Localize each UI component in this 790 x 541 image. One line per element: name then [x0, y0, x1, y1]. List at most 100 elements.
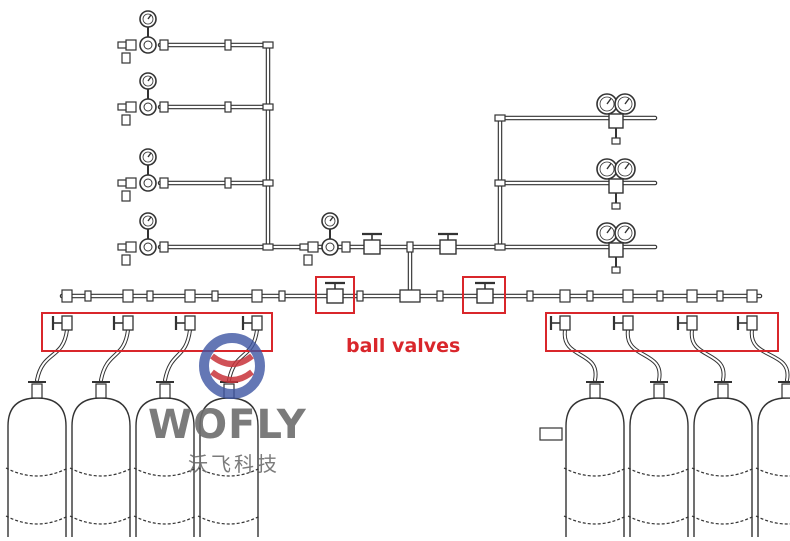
pipe-coupling [494, 243, 506, 251]
regulator-core [143, 178, 153, 188]
regulator-icon [139, 238, 157, 256]
gauge-needle [329, 216, 334, 222]
regulator-fitting [117, 243, 127, 251]
ball-valve-icon [476, 288, 494, 304]
tee-fitting [399, 289, 421, 303]
regulator-fitting [117, 103, 127, 111]
regulator-icon [139, 98, 157, 116]
pipe-coupling [262, 41, 274, 49]
regulator-inlet [307, 241, 319, 253]
gauge-dial [142, 75, 154, 87]
gas-cylinder-icon [565, 397, 625, 541]
ball-valve-highlight-center-left [315, 276, 355, 314]
pipe-coupling [356, 290, 364, 302]
gauge-dial [617, 96, 633, 112]
cylinder-valve [589, 383, 601, 399]
pipe-coupling [656, 290, 664, 302]
cylinder-valve [781, 383, 790, 399]
wofly-logo-icon [199, 333, 265, 399]
gauge-dial [599, 225, 615, 241]
cylinder-chain [563, 467, 627, 477]
gauge-needle [147, 14, 152, 20]
regulator-icon [608, 242, 624, 258]
regulator-core [325, 242, 335, 252]
cylinder-valve [31, 383, 43, 399]
ball-valve-icon [326, 288, 344, 304]
regulator-icon [321, 238, 339, 256]
regulator-knob [611, 202, 621, 210]
cylinder-chain [627, 467, 691, 477]
pipe-coupling [494, 114, 506, 122]
gauge-dial [324, 215, 336, 227]
ball-valve-highlight-center-right [462, 276, 506, 314]
pipe-coupling [224, 177, 232, 189]
tee-fitting [61, 289, 73, 303]
ball-valve-icon [746, 315, 758, 331]
wall-bracket [539, 427, 563, 441]
tee-fitting [686, 289, 698, 303]
pipe-coupling [262, 243, 274, 251]
pigtail-hose-inner [563, 329, 597, 381]
tee-fitting [122, 289, 134, 303]
regulator-outlet [159, 39, 169, 51]
ball-valve-highlight-left [41, 312, 273, 352]
pipe-coupling [224, 101, 232, 113]
gas-cylinder-icon [693, 397, 753, 541]
gauge-dial [142, 13, 154, 25]
tee-fitting [251, 289, 263, 303]
regulator-core [143, 242, 153, 252]
regulator-knob [303, 254, 313, 266]
regulator-inlet [125, 177, 137, 189]
cylinder-chain [69, 467, 133, 477]
gas-cylinder-icon [757, 397, 790, 541]
regulator-icon [139, 36, 157, 54]
regulator-inlet [125, 101, 137, 113]
ball-valve-highlight-right [545, 312, 779, 352]
cylinder-chain [197, 515, 261, 525]
regulator-knob [121, 254, 131, 266]
pipe-coupling [406, 241, 414, 253]
wofly-logo-chinese: 沃飞科技 [188, 452, 280, 476]
gauge-needle [624, 227, 630, 234]
pipe-coupling [211, 290, 219, 302]
gas-cylinder-icon [71, 397, 131, 541]
ball-valve-icon [61, 315, 73, 331]
cylinder-valve [159, 383, 171, 399]
regulator-fitting [299, 243, 309, 251]
gauge-needle [147, 216, 152, 222]
gauge-needle [606, 227, 612, 234]
pigtail-hose-inner [228, 329, 258, 381]
gauge-needle [606, 163, 612, 170]
ball-valve-icon [184, 315, 196, 331]
cylinder-chain [627, 515, 691, 525]
cylinder-chain [691, 467, 755, 477]
pipe-coupling [526, 290, 534, 302]
pipe-coupling [278, 290, 286, 302]
ball-valves-label: ball valves [346, 335, 461, 357]
ball-valve-icon [622, 315, 634, 331]
logo-swoosh [210, 353, 254, 367]
gauge-dial [599, 96, 615, 112]
cylinder-chain [197, 467, 261, 477]
gauge-dial [142, 151, 154, 163]
regulator-knob [121, 114, 131, 126]
gas-cylinder-icon [629, 397, 689, 541]
pipe-coupling [262, 103, 274, 111]
cylinder-chain [69, 515, 133, 525]
tee-fitting [622, 289, 634, 303]
regulator-core [143, 102, 153, 112]
gauge-needle [624, 98, 630, 105]
cylinder-chain [691, 515, 755, 525]
regulator-knob [121, 190, 131, 202]
ball-valve-icon [439, 239, 457, 255]
regulator-inlet [125, 39, 137, 51]
gauge-dial [142, 215, 154, 227]
regulator-knob [611, 137, 621, 145]
cylinder-chain [755, 515, 790, 525]
tee-fitting [184, 289, 196, 303]
cylinder-chain [133, 467, 197, 477]
tee-fitting [746, 289, 758, 303]
regulator-fitting [117, 179, 127, 187]
